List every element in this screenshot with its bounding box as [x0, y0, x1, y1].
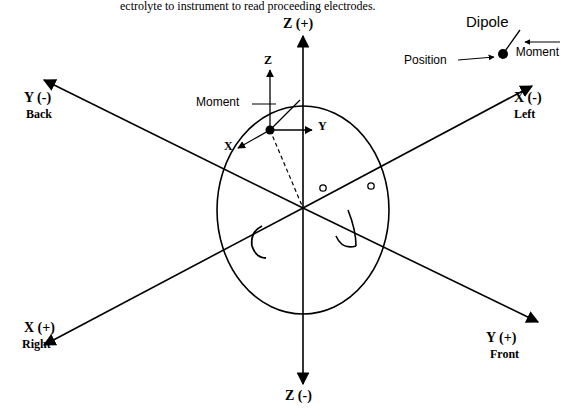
axis-label: Right: [22, 338, 51, 351]
local-axis-label: Z: [264, 54, 272, 67]
moment-label: Moment: [196, 96, 239, 109]
axis-label: Y (+): [486, 330, 516, 345]
axis-label: Z (+): [283, 16, 313, 31]
legend-label: Moment: [516, 46, 559, 59]
local-axis-label: Y: [318, 120, 327, 133]
axis-label: Front: [490, 348, 519, 361]
local-axis-label: X: [224, 140, 233, 153]
legend-label: Position: [404, 54, 447, 67]
axis-label: X (+): [24, 320, 55, 335]
axis-label: Z (-): [285, 388, 312, 403]
legend-title: Dipole: [466, 14, 509, 31]
axis-label: Left: [514, 108, 535, 121]
axis-label: Back: [26, 108, 52, 121]
note-text: ectrolyte to instrument to read proceedi…: [120, 0, 376, 13]
axis-label: Y (-): [24, 90, 51, 105]
axis-label: X (-): [514, 90, 542, 105]
